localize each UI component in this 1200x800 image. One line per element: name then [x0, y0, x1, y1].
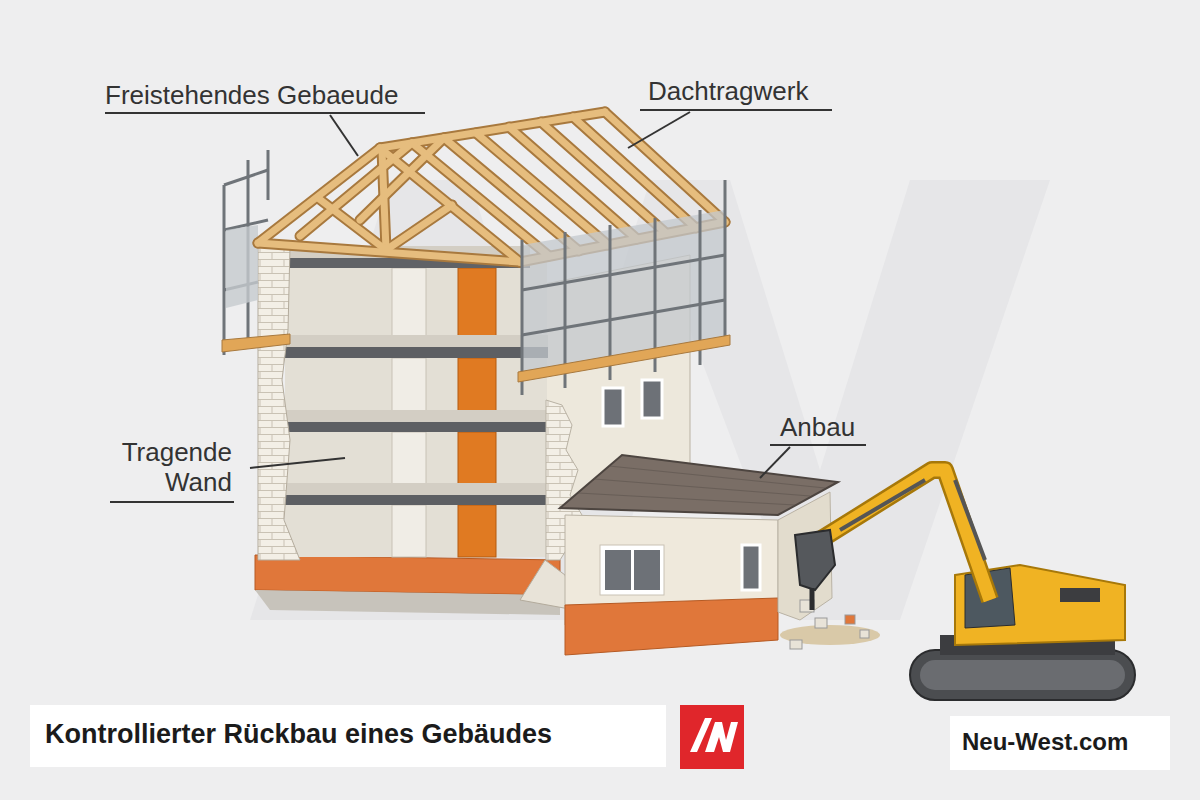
plinth	[255, 555, 560, 595]
rubble	[780, 600, 880, 649]
interior-wall	[285, 255, 547, 557]
window	[642, 380, 662, 418]
window	[742, 545, 760, 590]
load-bearing-wall	[258, 243, 300, 560]
annex-plinth	[565, 598, 778, 655]
partition-wall	[392, 268, 426, 346]
column	[458, 268, 496, 346]
column	[458, 505, 496, 557]
window-pane	[605, 550, 631, 590]
floor-slabs	[272, 246, 548, 505]
window-pane	[634, 550, 660, 590]
brand-label: Neu-West.com	[962, 728, 1162, 756]
callout-label: Dachtragwerk	[648, 76, 848, 106]
callout-label: Tragende Wand	[100, 437, 232, 497]
window	[600, 545, 664, 595]
logo-mark	[690, 718, 738, 752]
callout-label: Anbau	[780, 412, 870, 442]
scaffold-plank	[222, 334, 290, 352]
roof-tiles	[578, 466, 825, 505]
ground-edge	[255, 590, 560, 615]
partition-wall	[392, 505, 426, 557]
scaffold-plank	[518, 335, 730, 382]
watermark-logo	[250, 180, 1050, 620]
excavator	[795, 470, 1135, 700]
title: Kontrollierter Rückbau eines Gebäudes	[45, 719, 665, 750]
callout-label: Freistehendes Gebaeude	[105, 80, 435, 110]
scaffold-net	[226, 225, 258, 308]
logo-box	[680, 705, 744, 769]
window	[603, 388, 623, 426]
scaffold	[224, 150, 268, 355]
annex-roof	[560, 455, 838, 515]
